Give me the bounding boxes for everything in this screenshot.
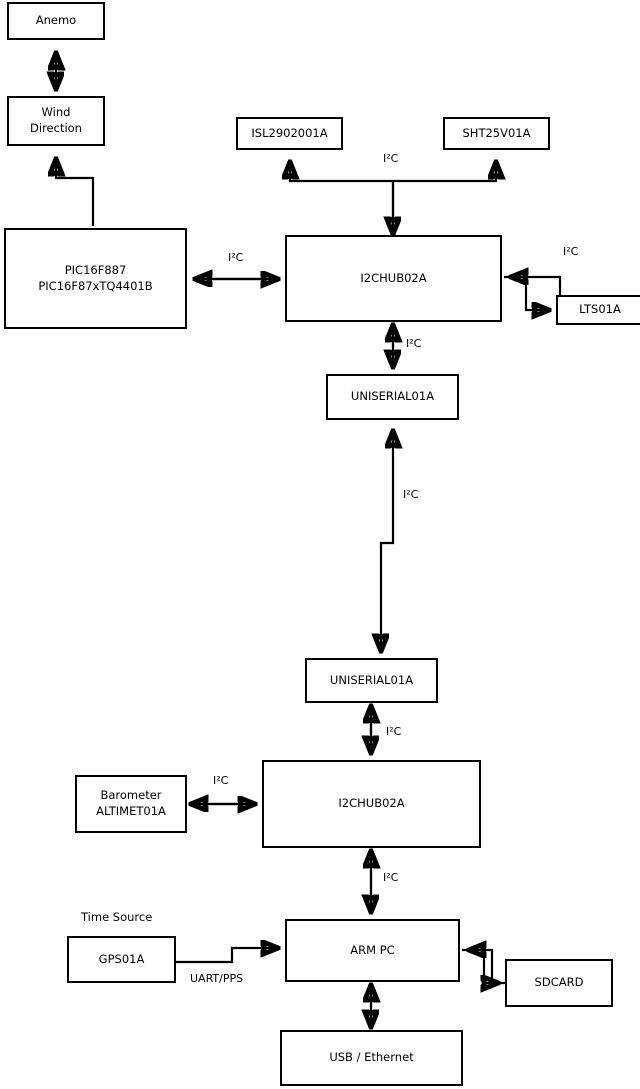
node-isl2902001a[interactable]: ISL2902001A — [236, 117, 343, 150]
node-uniserial01a-top[interactable]: UNISERIAL01A — [326, 374, 459, 420]
node-sht25v01a-label: SHT25V01A — [462, 125, 531, 140]
node-uniserial01a-bottom-label: UNISERIAL01A — [329, 672, 414, 687]
node-arm-pc[interactable]: ARM PC — [285, 919, 460, 982]
wire-armpc-sdcard — [462, 948, 497, 983]
wire-gps-armpc — [176, 948, 277, 964]
edge-label-i2c-hub-lts: I²C — [563, 245, 579, 258]
node-sdcard-label: SDCARD — [534, 975, 584, 990]
edge-label-i2c-uniserial-hub2: I²C — [386, 725, 402, 738]
node-gps01a-label: GPS01A — [98, 951, 145, 966]
node-lts01a[interactable]: LTS01A — [556, 295, 640, 325]
node-usb-ethernet-label: USB / Ethernet — [329, 1050, 414, 1065]
node-isl2902001a-label: ISL2902001A — [251, 125, 328, 140]
node-anemo-label: Anemo — [35, 13, 77, 28]
edge-label-i2c-uniserial-link: I²C — [403, 488, 419, 501]
node-pic-microcontroller-label: PIC16F887 PIC16F87xTQ4401B — [38, 262, 153, 293]
wire-hubtop-sensorbus — [290, 163, 395, 233]
wire-lts-hubtop — [512, 277, 562, 310]
node-lts01a-label: LTS01A — [579, 302, 621, 317]
node-i2chub02a-bottom[interactable]: I2CHUB02A — [262, 760, 481, 848]
edge-label-i2c-hub2-armpc: I²C — [383, 871, 399, 884]
node-usb-ethernet[interactable]: USB / Ethernet — [280, 1030, 463, 1086]
node-arm-pc-label: ARM PC — [350, 942, 395, 957]
edge-label-i2c-hub-uniserial: I²C — [406, 337, 422, 350]
wire-hubtop-lts — [504, 275, 548, 310]
node-wind-direction[interactable]: Wind Direction — [7, 96, 105, 146]
wire-sensorbus-sht — [393, 163, 496, 183]
edge-label-i2c-pic-hub: I²C — [228, 251, 244, 264]
node-pic-microcontroller[interactable]: PIC16F887 PIC16F87xTQ4401B — [4, 228, 187, 329]
edge-label-i2c-sensors-hub: I²C — [383, 152, 399, 165]
wire-pic-wind — [56, 160, 95, 226]
node-sdcard[interactable]: SDCARD — [505, 959, 613, 1007]
node-barometer-altimet01a[interactable]: Barometer ALTIMET01A — [75, 775, 187, 833]
node-i2chub02a-bottom-label: I2CHUB02A — [338, 796, 405, 811]
edge-label-i2c-barometer-hub2: I²C — [213, 774, 229, 787]
label-time-source: Time Source — [81, 910, 153, 924]
wire-uniserial-link-up — [379, 432, 393, 545]
node-wind-direction-label: Wind Direction — [30, 105, 82, 135]
node-anemo[interactable]: Anemo — [7, 2, 105, 40]
node-uniserial01a-top-label: UNISERIAL01A — [350, 389, 435, 404]
node-i2chub02a-top[interactable]: I2CHUB02A — [285, 235, 502, 322]
node-barometer-altimet01a-label: Barometer ALTIMET01A — [96, 788, 166, 818]
node-i2chub02a-top-label: I2CHUB02A — [360, 270, 427, 285]
edge-label-uart-pps: UART/PPS — [190, 972, 244, 985]
node-sht25v01a[interactable]: SHT25V01A — [443, 117, 550, 150]
node-uniserial01a-bottom[interactable]: UNISERIAL01A — [305, 658, 438, 703]
node-gps01a[interactable]: GPS01A — [67, 936, 176, 983]
